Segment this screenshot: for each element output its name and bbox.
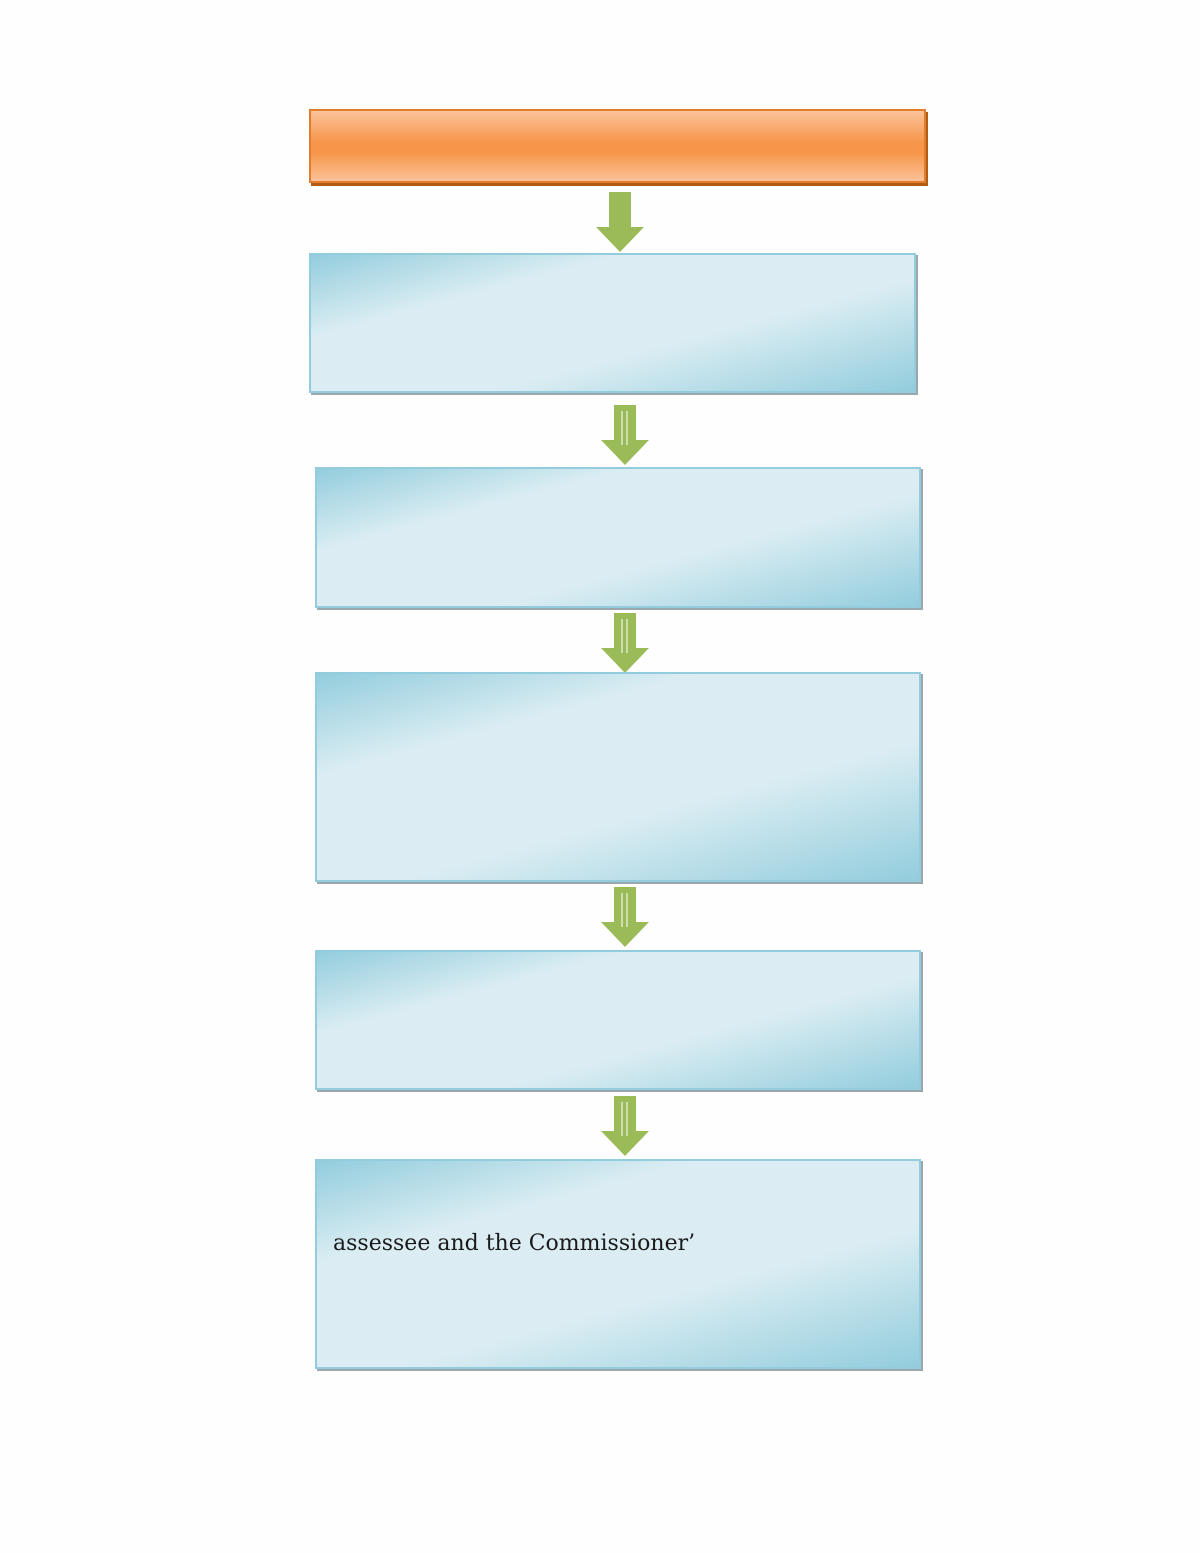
down-arrow-icon (596, 192, 644, 252)
step-box-5: assessee and the Commissioner’ (315, 1159, 921, 1369)
header-box (309, 109, 926, 183)
down-arrow-icon (601, 1096, 649, 1156)
step-box-3 (315, 672, 921, 882)
step-box-4 (315, 950, 921, 1090)
down-arrow-icon (601, 887, 649, 947)
step-text-5: assessee and the Commissioner’ (333, 1231, 696, 1256)
step-box-2 (315, 467, 921, 608)
down-arrow-icon (601, 405, 649, 465)
step-box-1 (309, 253, 916, 393)
down-arrow-icon (601, 613, 649, 673)
